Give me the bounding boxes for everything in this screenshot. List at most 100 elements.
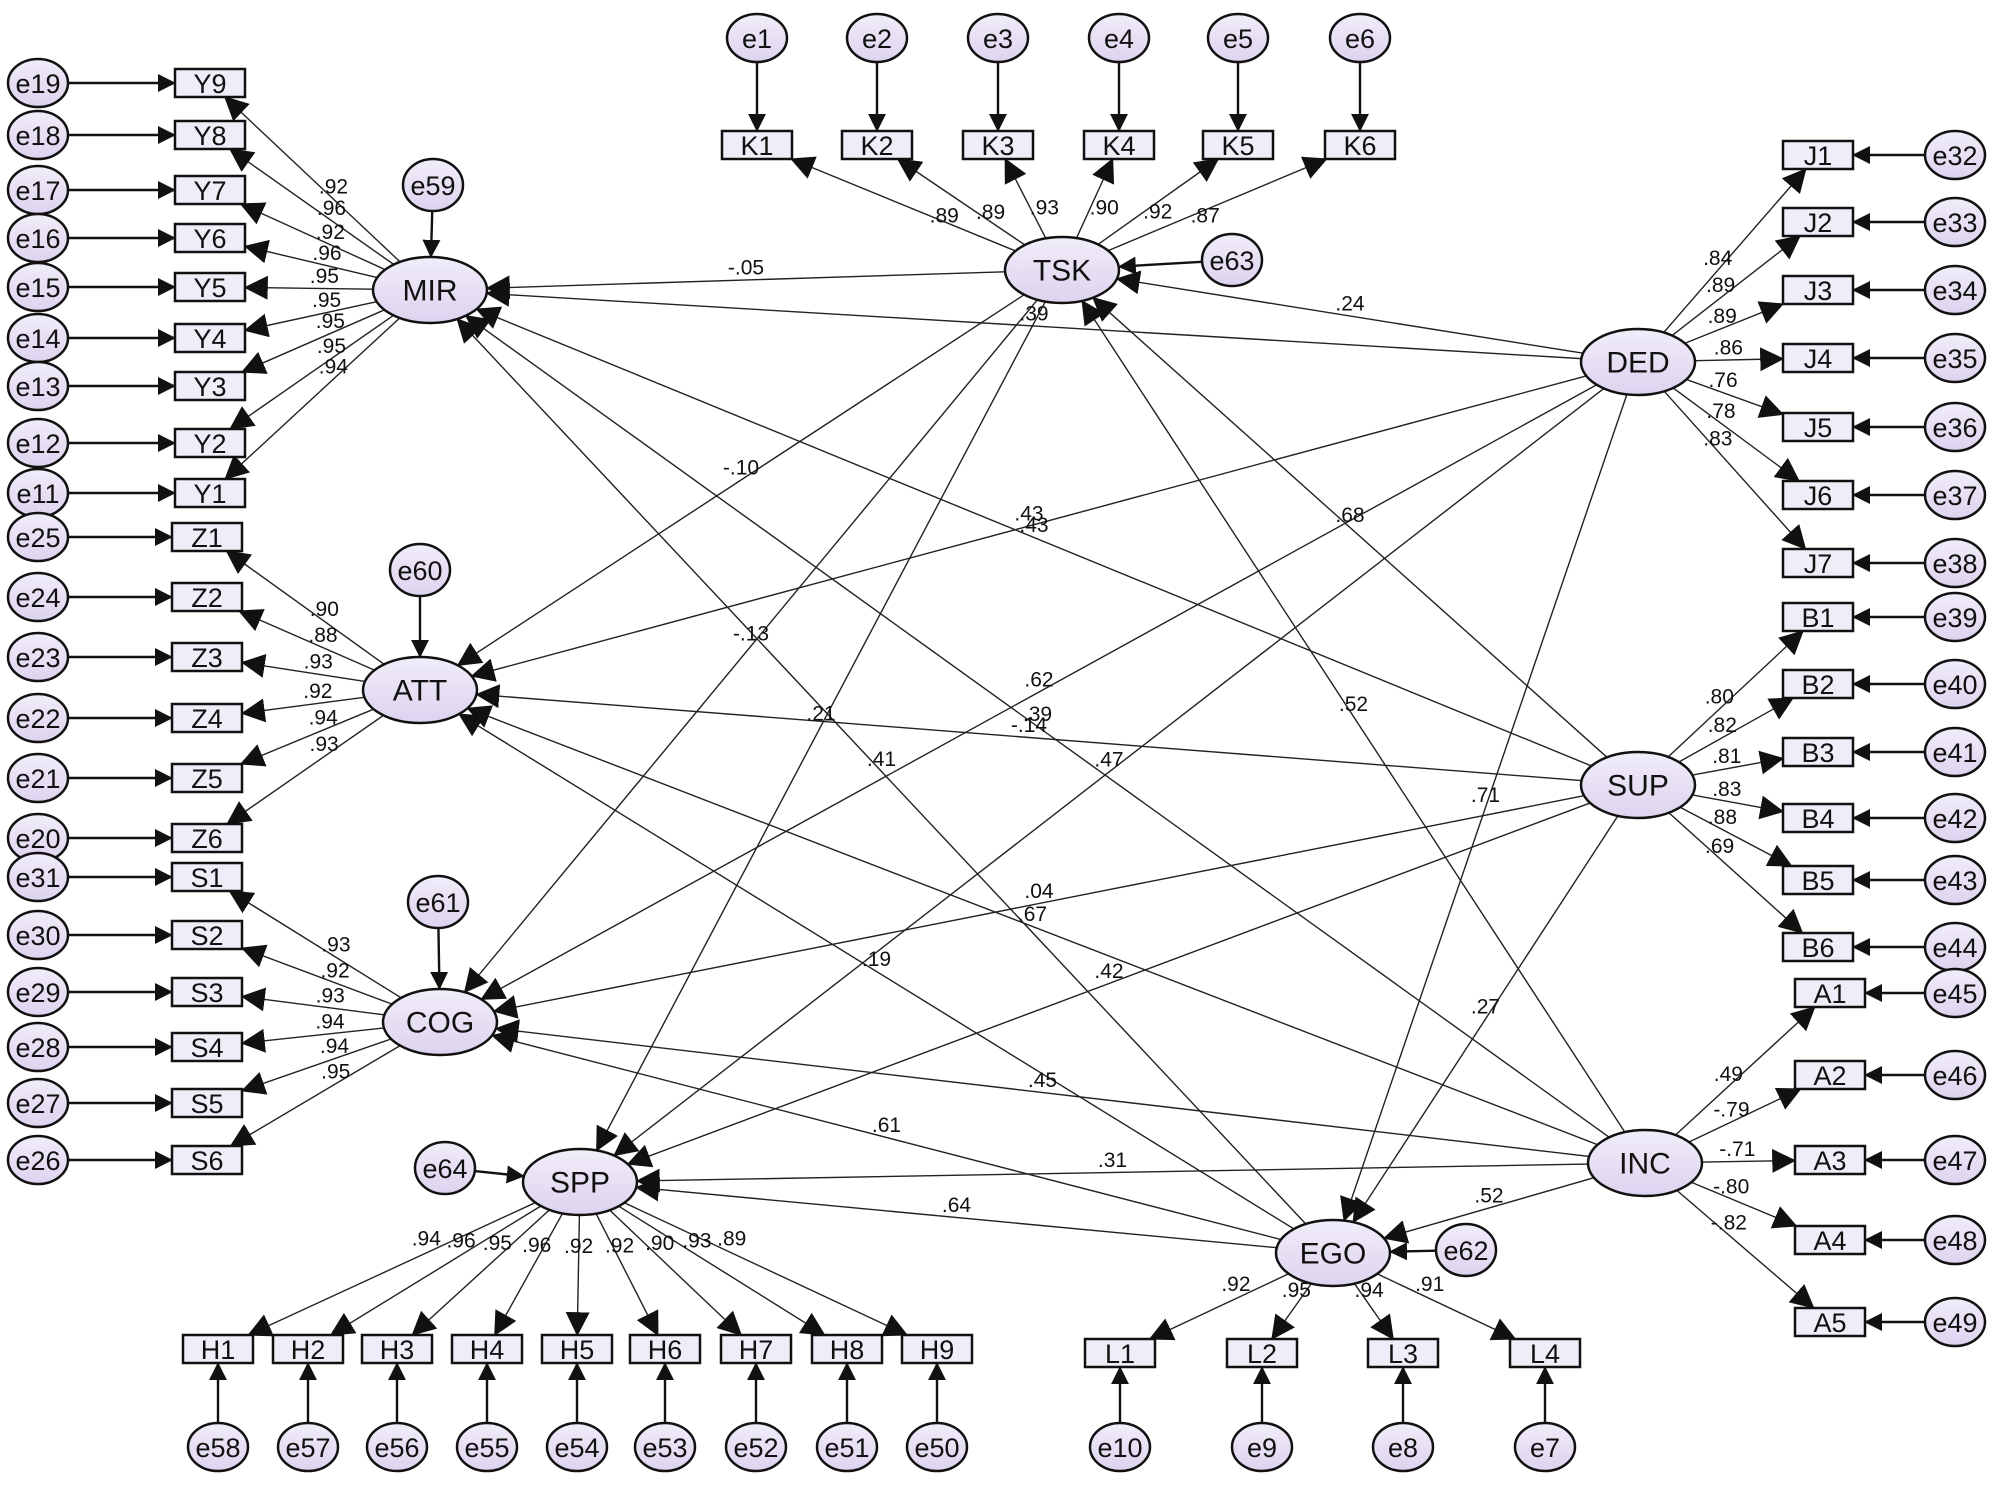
path-EGO-to-ATT — [457, 713, 1295, 1230]
error-label-e40: e40 — [1932, 670, 1977, 700]
loading-value-Y8: .96 — [317, 197, 346, 220]
loading-arrow-B1 — [1667, 630, 1804, 758]
error-e37 — [1923, 469, 1987, 521]
path-coef-DED-to-COG: .62 — [1024, 669, 1053, 692]
error-label-e19: e19 — [15, 69, 60, 99]
path-coef-SUP-to-MIR: .43 — [1019, 514, 1048, 537]
loading-value-S4: .94 — [315, 1010, 345, 1033]
disturbance-arrow-e64 — [474, 1165, 525, 1184]
error-e40 — [1923, 658, 1987, 710]
indicator-label-Z1: Z1 — [191, 523, 223, 553]
loading-arrow-H4 — [494, 1213, 564, 1337]
indicator-H8 — [810, 1333, 884, 1365]
loading-arrow-L3 — [1353, 1283, 1394, 1340]
disturbance-arrow-e61 — [430, 927, 449, 990]
error-e12 — [6, 417, 70, 469]
loading-arrow-H2 — [329, 1205, 542, 1336]
error-label-e7: e7 — [1530, 1433, 1560, 1463]
loading-value-B6: .69 — [1705, 835, 1734, 858]
error-label-e36: e36 — [1932, 413, 1977, 443]
loading-value-J6: .78 — [1706, 400, 1735, 423]
error-label-e50: e50 — [914, 1433, 959, 1463]
error-label-e2: e2 — [862, 24, 892, 54]
indicator-A4 — [1793, 1224, 1867, 1256]
loading-value-Z1: .90 — [310, 598, 339, 621]
indicator-label-H7: H7 — [739, 1335, 774, 1365]
error-label-e44: e44 — [1932, 933, 1977, 963]
error-e33 — [1923, 196, 1987, 248]
indicator-H5 — [540, 1333, 614, 1365]
loading-value-H1: .94 — [412, 1227, 442, 1250]
latent-DED — [1579, 327, 1697, 397]
error-label-e56: e56 — [374, 1433, 419, 1463]
error-label-e16: e16 — [15, 224, 60, 254]
error-e35 — [1923, 332, 1987, 384]
loading-arrow-Y6 — [243, 239, 378, 279]
loading-arrow-L1 — [1148, 1273, 1290, 1341]
error-e31 — [6, 851, 70, 903]
indicator-label-Z5: Z5 — [191, 764, 223, 794]
error-label-e3: e3 — [983, 24, 1013, 54]
disturbance-label-e60: e60 — [397, 556, 442, 586]
loading-value-Y1: .94 — [319, 356, 349, 379]
indicator-label-H3: H3 — [380, 1335, 415, 1365]
error-e22 — [6, 692, 70, 744]
path-INC-to-COG — [494, 1019, 1590, 1158]
error-e29 — [6, 966, 70, 1018]
loading-value-H5: .92 — [564, 1235, 593, 1258]
indicator-Y3 — [173, 370, 247, 402]
error-e50 — [905, 1421, 969, 1473]
error-e51 — [815, 1421, 879, 1473]
disturbance-arrow-e59 — [422, 210, 441, 258]
error-label-e29: e29 — [15, 978, 60, 1008]
indicator-label-B4: B4 — [1801, 804, 1834, 834]
loading-arrow-A3 — [1701, 1148, 1797, 1173]
indicator-label-Y6: Y6 — [193, 224, 226, 254]
indicator-label-Z4: Z4 — [191, 704, 223, 734]
path-INC-to-ATT — [466, 705, 1598, 1146]
indicator-K4 — [1082, 129, 1156, 161]
loading-arrow-Y2 — [229, 314, 394, 430]
indicator-H4 — [450, 1333, 524, 1365]
indicator-label-K1: K1 — [740, 131, 773, 161]
path-coef-SUP-to-EGO: .27 — [1471, 996, 1500, 1019]
loading-arrow-K4 — [1075, 157, 1115, 239]
loading-arrow-S6 — [229, 1044, 401, 1147]
loading-value-K6: .87 — [1191, 204, 1220, 227]
indicator-Z1 — [170, 521, 244, 553]
error-label-e57: e57 — [285, 1433, 330, 1463]
indicator-label-H9: H9 — [920, 1335, 955, 1365]
error-label-e18: e18 — [15, 121, 60, 151]
path-coef-SUP-to-COG: .04 — [1024, 880, 1054, 903]
error-label-e27: e27 — [15, 1089, 60, 1119]
latent-label-SUP: SUP — [1607, 770, 1669, 803]
error-e10 — [1088, 1421, 1152, 1473]
path-coef-DED-to-MIR: .39 — [1019, 303, 1048, 326]
path-INC-to-TSK — [1081, 299, 1626, 1133]
loading-arrow-A5 — [1676, 1189, 1815, 1309]
path-TSK-to-MIR — [485, 271, 1006, 300]
loading-value-K5: .92 — [1143, 200, 1172, 223]
error-e45 — [1923, 967, 1987, 1019]
error-label-e48: e48 — [1932, 1226, 1977, 1256]
indicator-label-S6: S6 — [190, 1146, 223, 1176]
error-e53 — [633, 1421, 697, 1473]
path-SUP-to-EGO — [1352, 815, 1619, 1224]
error-label-e37: e37 — [1932, 481, 1977, 511]
latent-label-EGO: EGO — [1300, 1238, 1367, 1271]
indicator-J4 — [1781, 342, 1855, 374]
loading-arrow-J3 — [1684, 301, 1785, 344]
indicator-label-J3: J3 — [1804, 276, 1833, 306]
path-DED-to-COG — [480, 384, 1598, 1000]
error-e28 — [6, 1021, 70, 1073]
loading-arrow-S3 — [240, 987, 385, 1016]
error-e41 — [1923, 726, 1987, 778]
loading-value-J4: .86 — [1714, 336, 1743, 359]
error-e56 — [365, 1421, 429, 1473]
indicator-label-S4: S4 — [190, 1033, 223, 1063]
error-e39 — [1923, 591, 1987, 643]
error-e9 — [1230, 1421, 1294, 1473]
error-e55 — [455, 1421, 519, 1473]
loading-value-Z5: .94 — [309, 707, 339, 730]
loading-value-H2: .96 — [446, 1230, 475, 1253]
